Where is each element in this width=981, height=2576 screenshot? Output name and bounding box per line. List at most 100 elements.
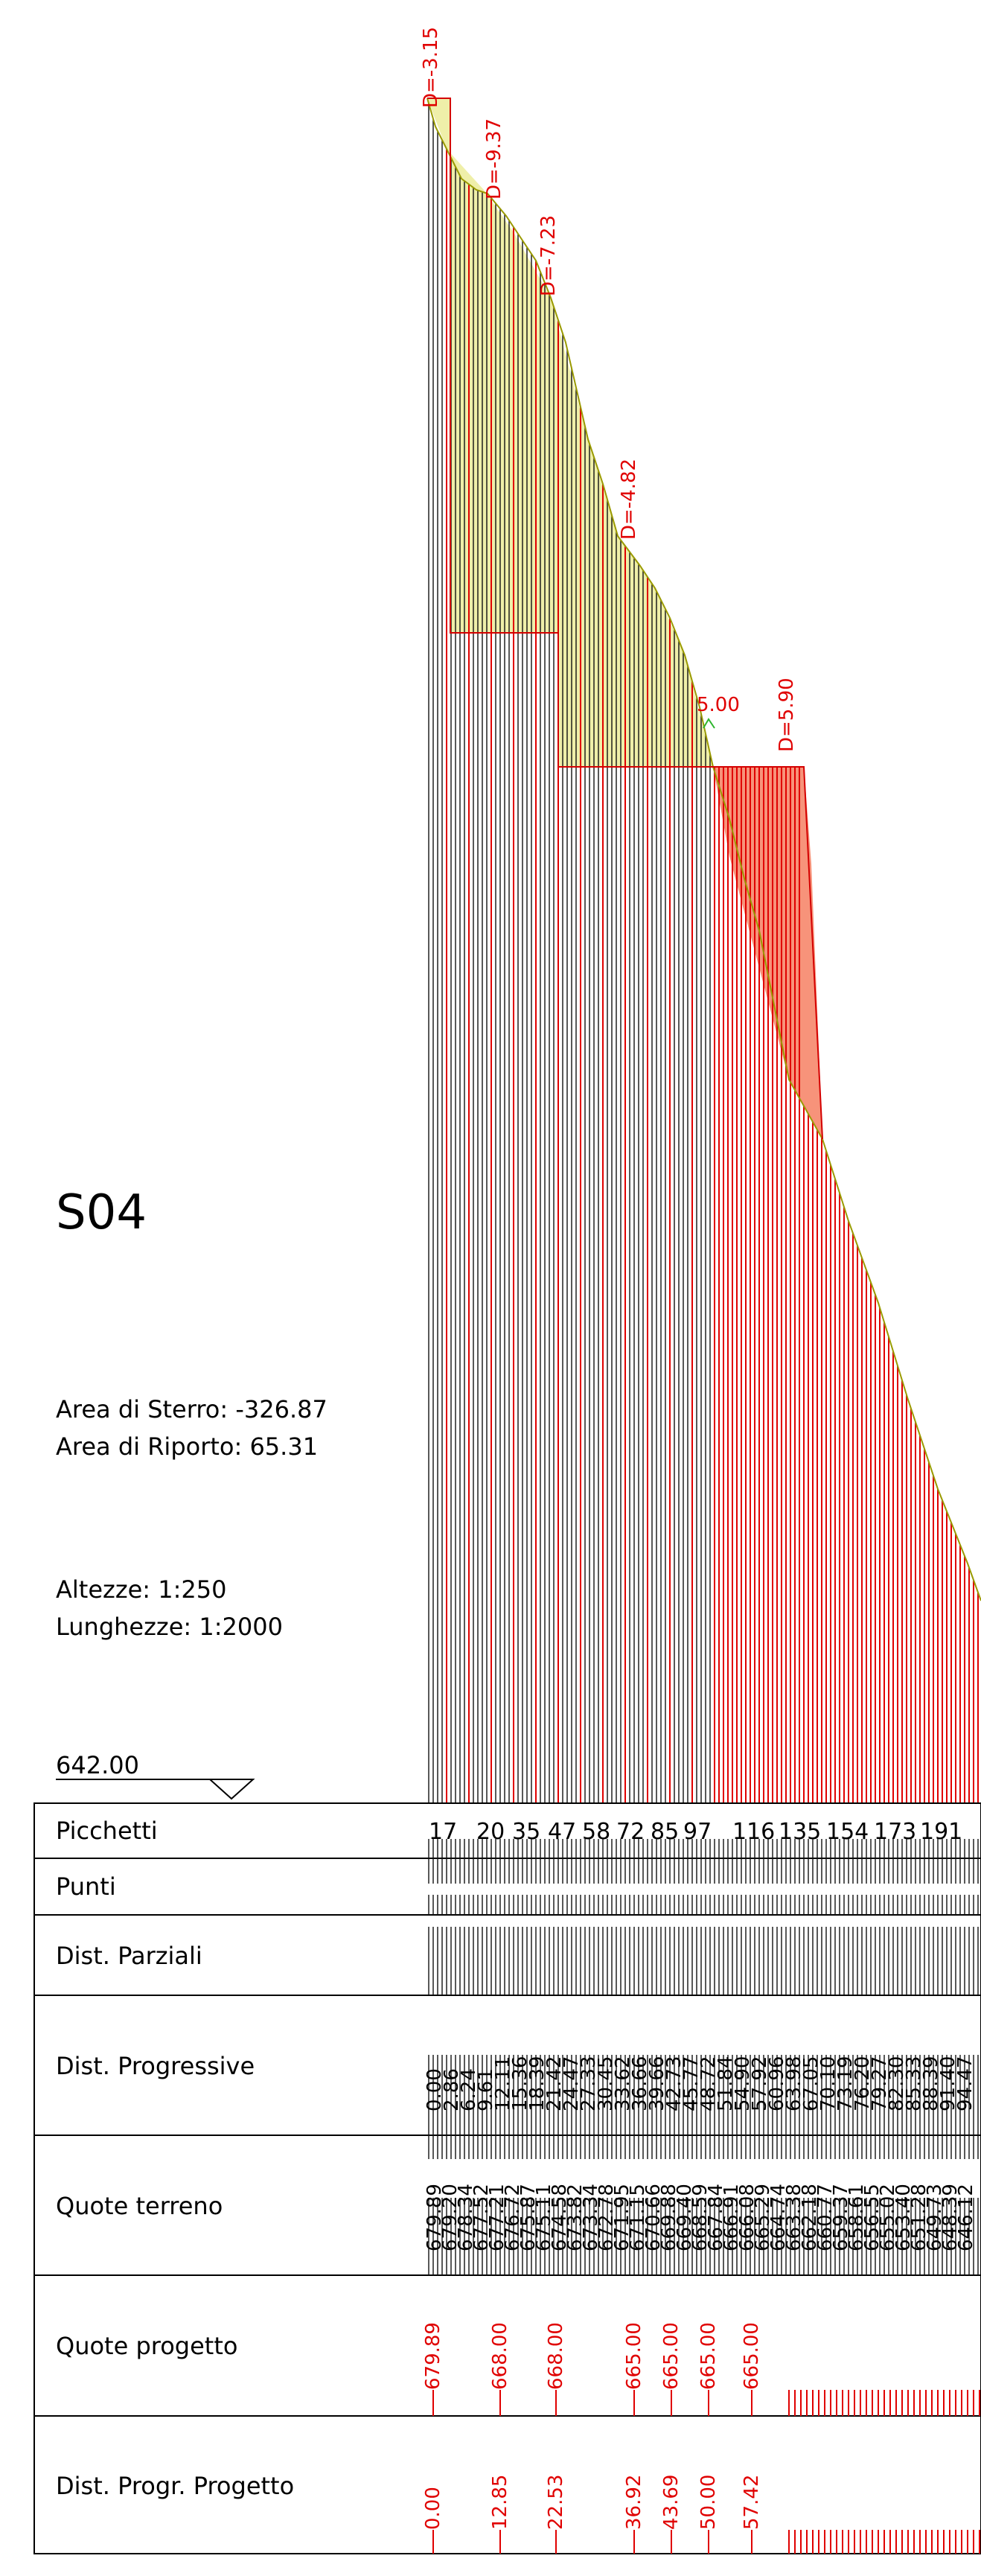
grade-change-marker: [703, 718, 715, 729]
dist-progressiva-label: 63.98: [783, 2056, 805, 2111]
quota-terreno-label: 653.40: [892, 2184, 915, 2251]
quota-terreno-label: 678.34: [455, 2184, 477, 2251]
dist-progressiva-label: 85.33: [903, 2056, 925, 2111]
quota-progetto-label: 679.89: [422, 2322, 444, 2390]
dimension-label: D=-3.15: [420, 27, 442, 108]
quota-terreno-label: 677.21: [486, 2184, 508, 2251]
picchetto-label: 97: [683, 1819, 712, 1845]
quota-terreno-label: 648.39: [939, 2184, 962, 2251]
quota-terreno-label: 675.11: [533, 2184, 555, 2251]
dist-progressiva-label: 73.19: [834, 2056, 857, 2111]
datum-marker: [208, 1779, 255, 1800]
section-title: S04: [56, 1185, 147, 1240]
dist-progr-progetto-labels: 0.00 12.85 22.53 36.92 43.69 50.00 57.42: [422, 2475, 763, 2554]
dist-progressiva-label: 67.05: [800, 2056, 822, 2111]
dist-progressiva-label: 30.45: [595, 2056, 617, 2111]
dist-progressiva-label: 82.30: [886, 2056, 908, 2111]
dist-progressiva-label: 36.66: [629, 2056, 651, 2111]
dist-progressiva-label: 70.10: [817, 2056, 840, 2111]
picchetto-label: 154: [826, 1819, 869, 1845]
dist-progr-progetto-label: 57.42: [741, 2475, 763, 2530]
quota-terreno-label: 679.89: [424, 2184, 446, 2251]
dist-progressiva-label: 79.27: [869, 2056, 891, 2111]
quota-terreno-label: 668.59: [689, 2184, 712, 2251]
dist-progressiva-label: 60.96: [766, 2056, 788, 2111]
dimension-label: D=-9.37: [483, 118, 505, 200]
area-sterro: Area di Sterro: -326.87: [56, 1395, 327, 1424]
dist-progressive-labels: 0.002.866.249.6112.1115.3618.3921.4224.4…: [424, 2056, 977, 2111]
quota-terreno-label: 664.74: [767, 2184, 790, 2251]
row-label-dist-progr-progetto: Dist. Progr. Progetto: [56, 2472, 294, 2500]
picchetto-label: 72: [616, 1819, 645, 1845]
dist-progressiva-label: 45.77: [680, 2056, 703, 2111]
quota-terreno-label: 673.34: [580, 2184, 602, 2251]
dist-progressiva-label: 15.36: [509, 2056, 531, 2111]
dist-progr-progetto-label: 50.00: [697, 2475, 720, 2530]
dist-progressiva-label: 2.86: [441, 2068, 463, 2111]
dist-progressiva-label: 39.66: [646, 2056, 668, 2111]
project-line: [427, 98, 823, 1140]
picchetto-label: 173: [874, 1819, 916, 1845]
picchetto-label: 20: [476, 1819, 505, 1845]
dist-progressiva-label: 57.92: [749, 2056, 771, 2111]
dist-progressiva-label: 76.20: [851, 2056, 874, 2111]
quota-terreno-label: 671.15: [627, 2184, 649, 2251]
picchetto-label: 116: [732, 1819, 775, 1845]
row-label-punti: Punti: [56, 1872, 116, 1901]
datum-reference: 642.00: [56, 1751, 255, 1800]
quota-terreno-label: 649.73: [924, 2184, 946, 2251]
quota-terreno-label: 663.38: [783, 2184, 805, 2251]
dist-progressiva-label: 21.42: [543, 2056, 566, 2111]
picchetto-label: 47: [548, 1819, 576, 1845]
quota-terreno-label: 677.52: [470, 2184, 493, 2251]
quota-progetto-label: 665.00: [623, 2322, 645, 2390]
dimension-label: D=5.90: [776, 678, 798, 752]
quota-terreno-label: 675.87: [517, 2184, 540, 2251]
quota-terreno-label: 659.37: [830, 2184, 852, 2251]
quota-terreno-label: 674.58: [549, 2184, 571, 2251]
dist-progressiva-label: 9.61: [475, 2068, 497, 2111]
row-label-quote-terreno: Quote terreno: [56, 2192, 223, 2220]
row-label-dist-parziali: Dist. Parziali: [56, 1942, 202, 1970]
picchetto-label: 17: [429, 1819, 457, 1845]
quota-progetto-label: 668.00: [489, 2322, 511, 2390]
row-label-dist-progressive: Dist. Progressive: [56, 2052, 255, 2080]
quota-progetto-label: 665.00: [660, 2322, 683, 2390]
dist-progressiva-label: 42.73: [663, 2056, 686, 2111]
dist-progressiva-label: 48.72: [697, 2056, 720, 2111]
quota-terreno-label: 666.08: [736, 2184, 758, 2251]
dimension-label: D=-4.82: [618, 459, 640, 540]
quota-terreno-label: 660.77: [814, 2184, 837, 2251]
profile-lines: [426, 98, 981, 1601]
quota-terreno-label: 651.28: [908, 2184, 930, 2251]
quota-terreno-label: 666.91: [720, 2184, 743, 2251]
quota-terreno-label: 655.02: [877, 2184, 899, 2251]
picchetto-label: 35: [512, 1819, 540, 1845]
row-label-picchetti: Picchetti: [56, 1817, 158, 1845]
terrain-line: [426, 98, 981, 1601]
quota-terreno-label: 679.20: [439, 2184, 461, 2251]
dist-progressiva-label: 24.47: [560, 2056, 583, 2111]
dist-progressiva-label: 51.84: [715, 2056, 737, 2111]
dist-progr-progetto-label: 0.00: [422, 2487, 444, 2530]
dimension-label: D=-7.23: [537, 215, 560, 296]
quota-terreno-label: 665.29: [752, 2184, 774, 2251]
picchetto-label: 85: [651, 1819, 679, 1845]
scale-lunghezze: Lunghezze: 1:2000: [56, 1613, 283, 1641]
dist-progressiva-label: 54.90: [732, 2056, 754, 2111]
dist-progr-progetto-label: 43.69: [660, 2475, 683, 2530]
quota-terreno-label: 676.72: [502, 2184, 524, 2251]
station-lines: [428, 103, 979, 1803]
dist-progr-progetto-label: 22.53: [545, 2475, 567, 2530]
quota-terreno-label: 672.78: [595, 2184, 618, 2251]
quota-terreno-label: 662.18: [799, 2184, 821, 2251]
quote-terreno-labels: 679.89679.20678.34677.52677.21676.72675.…: [424, 2184, 977, 2251]
quota-terreno-label: 656.55: [861, 2184, 883, 2251]
quota-progetto-label: 668.00: [545, 2322, 567, 2390]
dist-progr-progetto-label: 36.92: [623, 2475, 645, 2530]
quota-terreno-label: 669.88: [658, 2184, 680, 2251]
dist-progr-progetto-label: 12.85: [489, 2475, 511, 2530]
